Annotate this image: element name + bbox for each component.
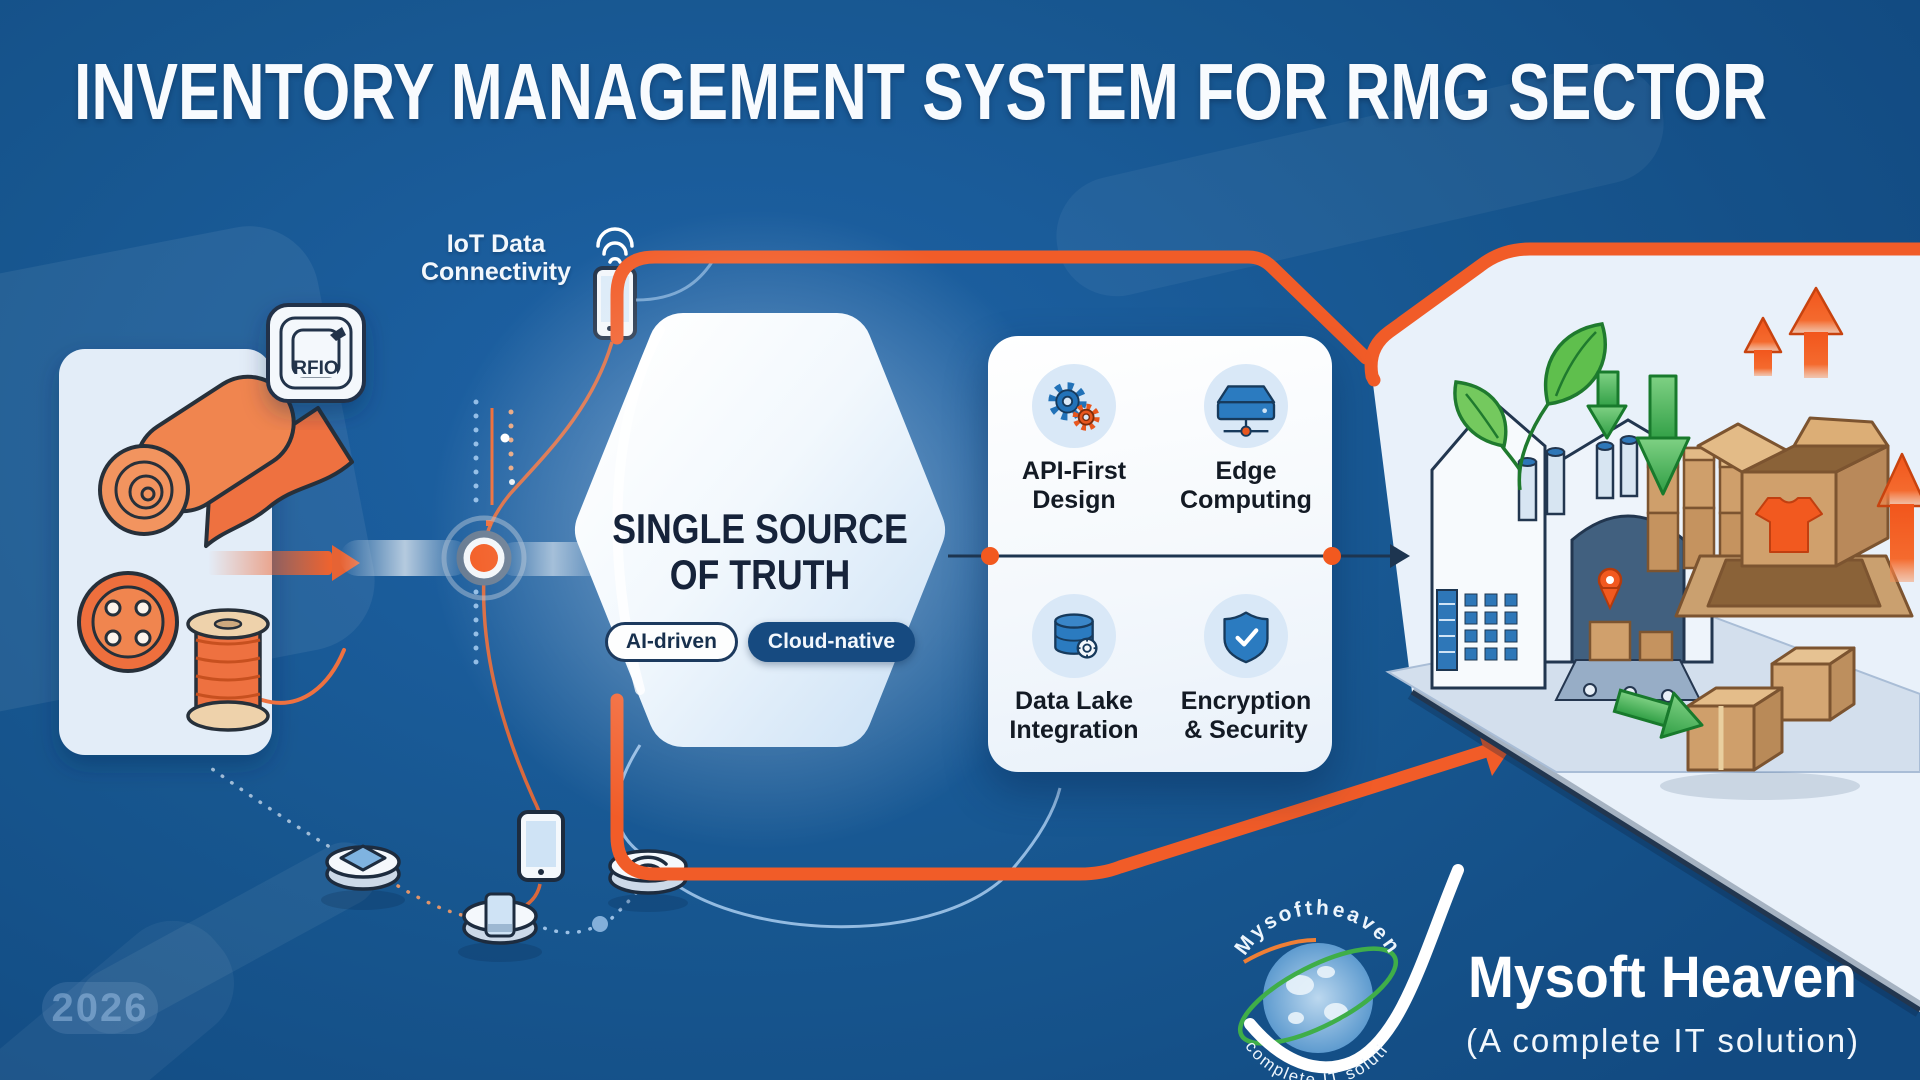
feature-label-line1: API-First: [1021, 457, 1127, 485]
globe-orbit-arc: [1242, 937, 1317, 964]
right-panel: [1364, 242, 1920, 1017]
iot-label-line1: IoT Data: [446, 230, 546, 258]
hexagon-badges: AI-driven Cloud-native: [555, 622, 965, 662]
tshirt-box-illustration: [1674, 416, 1914, 618]
ai-driven-badge: AI-driven: [604, 622, 738, 662]
fabric-roll-illustration: [98, 374, 354, 548]
sensor-disc-icon: [325, 844, 401, 891]
thread-spool-illustration: [186, 608, 346, 732]
materials-card: [59, 349, 354, 755]
feature-label-line1: Encryption: [1180, 687, 1312, 715]
route-bottom: [610, 693, 1493, 881]
timeline-year-badge: 2026: [42, 982, 158, 1034]
eco-leaves-icon: [1453, 322, 1607, 491]
feature-label-line1: Data Lake: [1014, 687, 1134, 715]
shield-check-icon: [1204, 594, 1288, 678]
data-lake-icon: [1032, 594, 1116, 678]
tablet-icon: [517, 810, 565, 882]
globe-orbit-ring: [1237, 946, 1399, 1046]
factory-pipes: [1517, 435, 1639, 522]
rfid-chip-icon: RFIO: [266, 303, 366, 403]
single-source-of-truth-block: SINGLE SOURCE OF TRUTH AI-driven Cloud-n…: [555, 506, 965, 662]
button-illustration: [77, 571, 179, 673]
edge-server-icon: [1204, 364, 1288, 448]
timeline-node-right: [1323, 547, 1341, 565]
feature-encryption: Encryption& Security: [1160, 594, 1332, 745]
iot-connectivity-label: IoT Data Connectivity: [380, 230, 612, 286]
iot-label-line2: Connectivity: [420, 258, 572, 286]
iot-devices: [321, 810, 688, 962]
single-source-hexagon: [430, 210, 1090, 850]
rfid-chip-label: RFIO: [293, 358, 338, 379]
logo-swoosh: [1244, 864, 1464, 1074]
sso-title-line1: SINGLE SOURCE: [612, 505, 908, 552]
api-gears-icon: [1032, 364, 1116, 448]
feature-label-line2: Integration: [1009, 716, 1139, 744]
phone-disc-icon: [462, 892, 538, 945]
factory-illustration: [1430, 397, 1714, 690]
cloud-native-badge: Cloud-native: [747, 622, 916, 662]
orange-up-arrows: [1743, 286, 1920, 582]
logo-tagline: (A complete IT solution): [1466, 1022, 1861, 1059]
timeline-node-left: [981, 547, 999, 565]
timeline-arrowhead-icon: [1390, 544, 1410, 568]
green-down-arrows: [1586, 370, 1691, 496]
page-title: INVENTORY MANAGEMENT SYSTEM FOR RMG SECT…: [74, 47, 1768, 136]
node-dot: [592, 916, 608, 932]
globe-icon: [1263, 943, 1373, 1053]
timeline-axis: [948, 544, 1410, 568]
feature-label-line2: Design: [1032, 486, 1116, 514]
green-flow-arrow-icon: [1612, 688, 1704, 739]
feature-label-line2: Computing: [1180, 486, 1312, 514]
location-pin-icon: [1597, 567, 1623, 611]
feature-label-line2: & Security: [1184, 716, 1308, 744]
feature-label-line1: Edge: [1215, 457, 1277, 485]
shipment-boxes: [1686, 646, 1856, 772]
logo-brand-name: Mysoft Heaven: [1468, 945, 1857, 1010]
sso-title-line2: OF TRUTH: [669, 551, 851, 598]
